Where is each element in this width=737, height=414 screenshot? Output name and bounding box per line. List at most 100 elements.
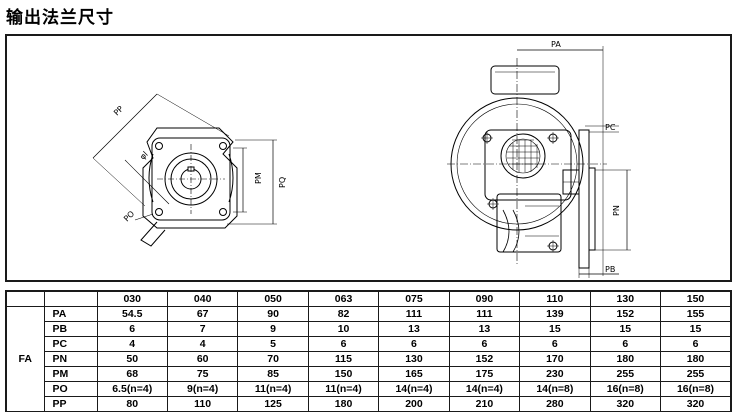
value-cell: 54.5 — [96, 306, 168, 322]
label-pc: PC — [605, 123, 616, 132]
flange-plate — [151, 137, 231, 221]
value-cell: 180 — [660, 351, 732, 367]
label-pn: PN — [612, 205, 621, 216]
output-body — [496, 193, 562, 253]
row-label-cell: PC — [43, 336, 98, 352]
value-cell: 14(n=8) — [519, 381, 591, 397]
value-cell: 255 — [589, 366, 662, 382]
value-cell: 14(n=4) — [448, 381, 521, 397]
value-cell: 16(n=8) — [660, 381, 732, 397]
value-cell: 4 — [166, 336, 239, 352]
value-cell: 15 — [519, 321, 591, 337]
group-label-cell: FA — [5, 306, 45, 412]
header-size: 090 — [448, 290, 521, 307]
row-label-cell: PM — [43, 366, 98, 382]
gearbox-side-view — [447, 46, 631, 278]
value-cell: 80 — [96, 396, 168, 412]
drawing-canvas: PP φl PM PQ PO — [92, 40, 631, 278]
row-label-cell: PA — [43, 306, 98, 322]
value-cell: 6 — [307, 336, 380, 352]
row-label-cell: PP — [43, 396, 98, 412]
value-cell: 6 — [589, 336, 662, 352]
value-cell: 67 — [166, 306, 239, 322]
value-cell: 82 — [307, 306, 380, 322]
value-cell: 230 — [519, 366, 591, 382]
value-cell: 50 — [96, 351, 168, 367]
header-size: 040 — [166, 290, 239, 307]
header-size: 130 — [589, 290, 662, 307]
value-cell: 6 — [448, 336, 521, 352]
value-cell: 14(n=4) — [378, 381, 450, 397]
value-cell: 6 — [660, 336, 732, 352]
value-cell: 170 — [519, 351, 591, 367]
value-cell: 13 — [378, 321, 450, 337]
value-cell: 13 — [448, 321, 521, 337]
table-header-row: 030 040 050 063 075 090 110 130 150 — [5, 290, 732, 307]
value-cell: 110 — [166, 396, 239, 412]
value-cell: 90 — [237, 306, 309, 322]
header-size: 030 — [96, 290, 168, 307]
gear-housing — [484, 129, 572, 201]
label-pp: PP — [112, 104, 125, 117]
output-flange-plate — [578, 129, 590, 269]
value-cell: 68 — [96, 366, 168, 382]
value-cell: 6 — [378, 336, 450, 352]
value-cell: 255 — [660, 366, 732, 382]
row-label-cell: PB — [43, 321, 98, 337]
row-label-cell: PN — [43, 351, 98, 367]
value-cell: 200 — [378, 396, 450, 412]
page-title: 输出法兰尺寸 — [6, 8, 114, 28]
value-cell: 111 — [378, 306, 450, 322]
value-cell: 5 — [237, 336, 309, 352]
value-cell: 16(n=8) — [589, 381, 662, 397]
value-cell: 85 — [237, 366, 309, 382]
value-cell: 125 — [237, 396, 309, 412]
value-cell: 130 — [378, 351, 450, 367]
header-size: 150 — [660, 290, 732, 307]
value-cell: 320 — [660, 396, 732, 412]
technical-drawing: PP φl PM PQ PO — [5, 34, 732, 282]
value-cell: 210 — [448, 396, 521, 412]
value-cell: 6.5(n=4) — [96, 381, 168, 397]
value-cell: 150 — [307, 366, 380, 382]
value-cell: 152 — [448, 351, 521, 367]
value-cell: 155 — [660, 306, 732, 322]
value-cell: 6 — [96, 321, 168, 337]
header-size: 110 — [519, 290, 591, 307]
flange-front-view — [92, 93, 277, 247]
value-cell: 75 — [166, 366, 239, 382]
value-cell: 4 — [96, 336, 168, 352]
value-cell: 115 — [307, 351, 380, 367]
header-size: 075 — [378, 290, 450, 307]
worm-wheel — [500, 133, 546, 179]
value-cell: 15 — [589, 321, 662, 337]
label-po: PO — [122, 209, 136, 223]
label-pb: PB — [605, 265, 615, 274]
value-cell: 139 — [519, 306, 591, 322]
motor-block — [490, 65, 560, 95]
value-cell: 180 — [589, 351, 662, 367]
value-cell: 180 — [307, 396, 380, 412]
value-cell: 7 — [166, 321, 239, 337]
row-label-cell: PO — [43, 381, 98, 397]
value-cell: 280 — [519, 396, 591, 412]
value-cell: 111 — [448, 306, 521, 322]
label-phi: φl — [138, 150, 150, 162]
value-cell: 11(n=4) — [307, 381, 380, 397]
value-cell: 152 — [589, 306, 662, 322]
value-cell: 70 — [237, 351, 309, 367]
value-cell: 320 — [589, 396, 662, 412]
value-cell: 6 — [519, 336, 591, 352]
header-size: 063 — [307, 290, 380, 307]
value-cell: 15 — [660, 321, 732, 337]
value-cell: 10 — [307, 321, 380, 337]
value-cell: 165 — [378, 366, 450, 382]
